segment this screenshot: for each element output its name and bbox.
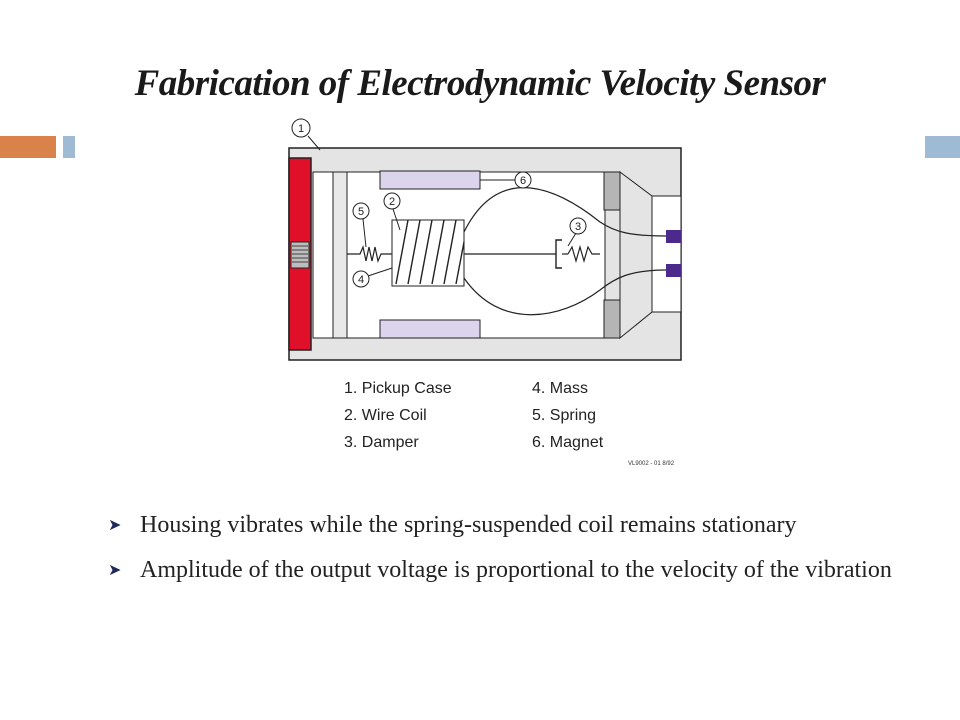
legend-item-2: 2. Wire Coil xyxy=(344,407,427,424)
callout-2-label: 2 xyxy=(389,196,395,208)
callout-3-label: 3 xyxy=(575,221,581,233)
accent-bar-blue-left xyxy=(63,136,75,158)
wire-bottom xyxy=(463,269,667,316)
legend-left: 1. Pickup Case 2. Wire Coil 3. Damper xyxy=(344,375,452,456)
legend-right: 4. Mass 5. Spring 6. Magnet xyxy=(532,375,603,456)
bullet-item: ➤ Housing vibrates while the spring-susp… xyxy=(108,510,908,541)
callout-4-label: 4 xyxy=(358,274,364,286)
figure-code: VL9002 - 01 8/92 xyxy=(628,461,675,467)
right-block-bottom xyxy=(603,299,621,339)
callout-5-label: 5 xyxy=(358,206,364,218)
slide-title: Fabrication of Electrodynamic Velocity S… xyxy=(134,63,826,104)
mount-thread xyxy=(290,241,310,269)
bullet-item: ➤ Amplitude of the output voltage is pro… xyxy=(108,555,908,586)
connector-body xyxy=(651,195,682,313)
damper xyxy=(555,239,562,269)
left-plate xyxy=(332,171,348,339)
callout-4: 4 xyxy=(352,267,393,288)
callout-6-label: 6 xyxy=(520,175,526,187)
bullet-list: ➤ Housing vibrates while the spring-susp… xyxy=(108,510,908,600)
terminal-bottom xyxy=(666,264,681,277)
bullet-text: Amplitude of the output voltage is propo… xyxy=(140,557,892,583)
arrow-bullet-icon: ➤ xyxy=(108,517,122,534)
legend-item-1: 1. Pickup Case xyxy=(344,380,452,397)
coil-core xyxy=(391,219,465,287)
sensor-diagram: 1 2 3 4 5 6 xyxy=(288,118,682,361)
callout-1: 1 xyxy=(291,118,321,151)
legend-item-6: 6. Magnet xyxy=(532,434,604,451)
wire-top xyxy=(463,187,667,237)
magnet-top xyxy=(379,170,481,190)
arrow-bullet-icon: ➤ xyxy=(108,562,122,579)
magnet-bottom xyxy=(379,319,481,339)
legend-item-5: 5. Spring xyxy=(532,407,597,424)
right-block-top xyxy=(603,171,621,211)
legend-item-3: 3. Damper xyxy=(344,434,419,451)
left-spring xyxy=(347,245,392,263)
callout-6: 6 xyxy=(480,171,532,189)
callout-1-label: 1 xyxy=(298,123,304,135)
callout-3: 3 xyxy=(567,217,587,247)
bullet-text: Housing vibrates while the spring-suspen… xyxy=(140,512,797,538)
accent-bar-blue-right xyxy=(925,136,960,158)
terminal-top xyxy=(666,230,681,243)
legend-item-4: 4. Mass xyxy=(532,380,589,397)
callout-2: 2 xyxy=(383,192,401,231)
accent-bar-orange xyxy=(0,136,56,158)
callout-5: 5 xyxy=(352,202,370,248)
damper-spring xyxy=(567,244,600,264)
